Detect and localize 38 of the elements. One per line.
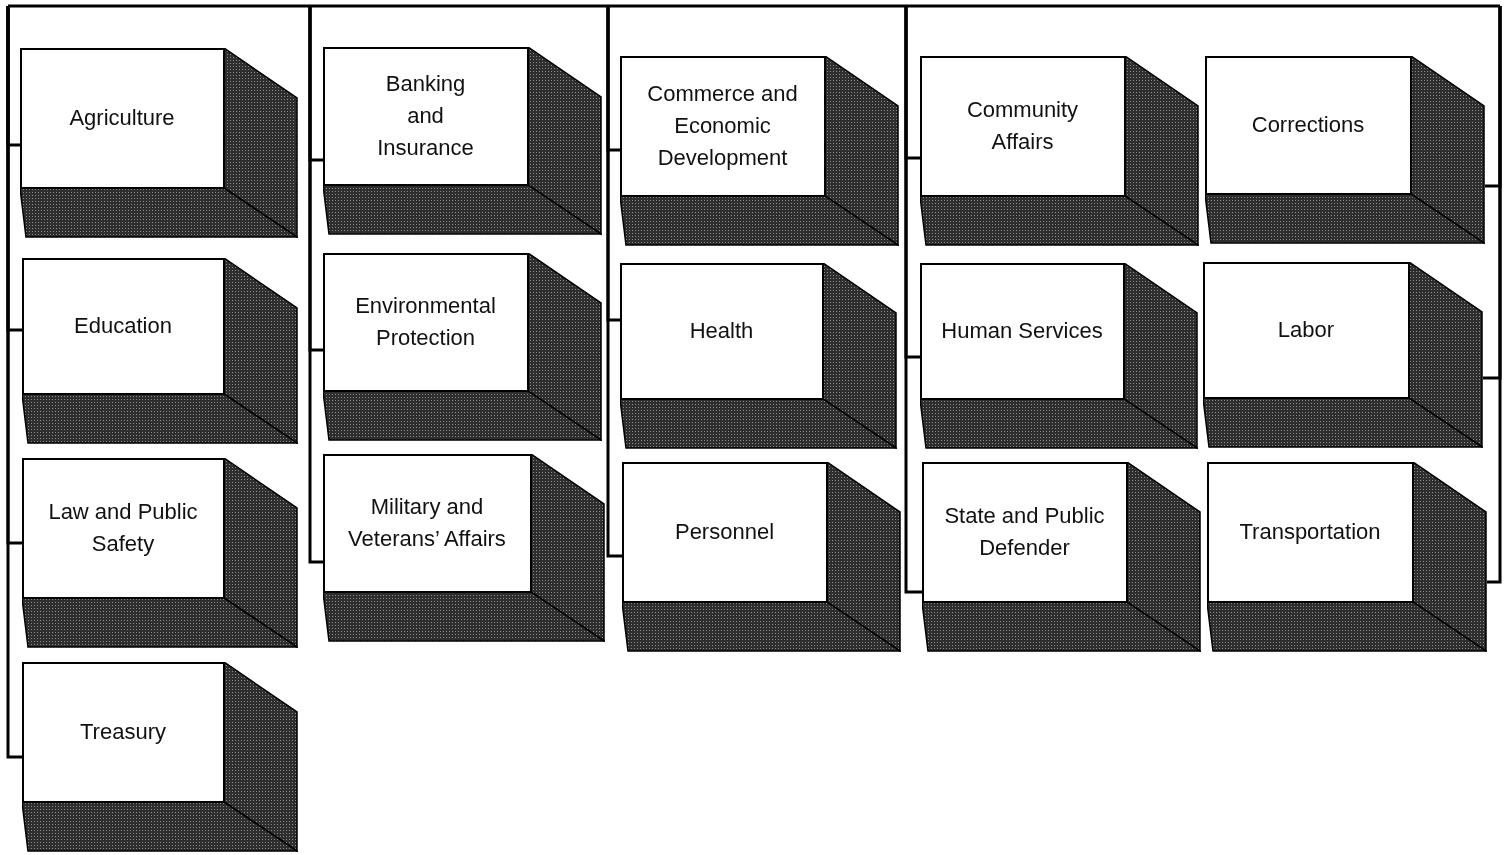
3d-box: [620, 56, 899, 246]
bus-line: [8, 4, 1500, 8]
department-label: Treasury: [80, 718, 166, 747]
connector-line: [6, 6, 22, 759]
department-label: Personnel: [674, 518, 775, 547]
3d-box: [620, 263, 897, 449]
connector-line: [904, 6, 922, 594]
department-label: Transportation: [1239, 518, 1381, 547]
department-label: Commerce and Economic Development: [646, 80, 799, 172]
3d-box: [1207, 462, 1487, 652]
3d-box: [920, 56, 1199, 246]
connector-line: [308, 6, 323, 564]
department-label: Education: [74, 312, 172, 341]
connector-line: [1487, 6, 1502, 584]
3d-box: [920, 263, 1198, 449]
department-label: Banking and Insurance: [376, 70, 475, 162]
department-label: State and Public Defender: [943, 502, 1106, 562]
3d-box: [22, 662, 298, 852]
department-label: Environmental Protection: [354, 292, 497, 352]
3d-box: [1205, 56, 1485, 244]
department-label: Law and Public Safety: [47, 498, 199, 558]
department-label: Human Services: [941, 317, 1103, 346]
department-label: Labor: [1277, 316, 1335, 345]
3d-box: [323, 47, 602, 235]
department-label: Health: [689, 317, 754, 346]
3d-box: [922, 462, 1201, 652]
3d-box: [622, 462, 901, 652]
3d-box: [22, 258, 298, 444]
department-label: Community Affairs: [965, 96, 1080, 156]
connector-line: [606, 6, 622, 558]
department-label: Military and Veterans’ Affairs: [347, 493, 507, 553]
department-label: Agriculture: [69, 104, 175, 133]
3d-box: [1203, 262, 1483, 448]
3d-box: [20, 48, 298, 238]
3d-box: [22, 458, 298, 648]
3d-box: [323, 253, 602, 441]
3d-box: [323, 454, 605, 642]
department-label: Corrections: [1251, 111, 1365, 140]
